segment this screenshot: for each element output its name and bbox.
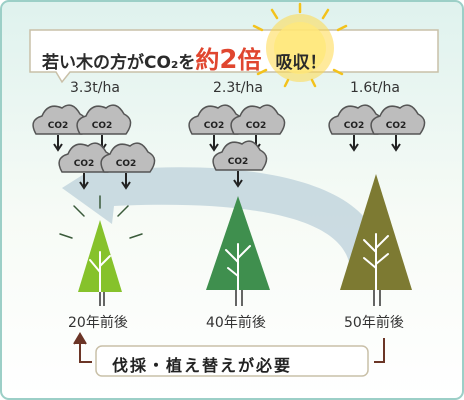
svg-text:CO2: CO2 bbox=[48, 121, 69, 131]
age-label-2: 40年前後 bbox=[206, 315, 266, 331]
co2-cloud: CO2 bbox=[32, 104, 88, 152]
clouds-tree-2: CO2 CO2 CO2 bbox=[188, 104, 286, 188]
svg-text:CO2: CO2 bbox=[246, 121, 267, 131]
co2-cloud: CO2 bbox=[328, 104, 384, 152]
co2-cloud: CO2 bbox=[370, 104, 426, 152]
cycle-arrow bbox=[62, 150, 381, 268]
tree-old bbox=[340, 174, 412, 307]
svg-text:CO2: CO2 bbox=[92, 121, 113, 131]
bottom-label-box bbox=[95, 345, 369, 377]
co2-cloud: CO2 bbox=[76, 104, 132, 152]
age-label-3: 50年前後 bbox=[344, 315, 404, 331]
svg-text:CO2: CO2 bbox=[228, 157, 249, 167]
svg-text:CO2: CO2 bbox=[74, 159, 95, 169]
clouds-tree-3: CO2 CO2 bbox=[328, 104, 426, 152]
age-label-1: 20年前後 bbox=[68, 315, 128, 331]
highlight-burst bbox=[252, 2, 348, 88]
title-banner bbox=[29, 29, 439, 84]
co2-cloud: CO2 bbox=[212, 140, 268, 188]
svg-text:CO2: CO2 bbox=[204, 121, 225, 131]
page-title: 若い木の方がCO₂を約2倍吸収！ bbox=[42, 40, 326, 75]
tree-young bbox=[78, 220, 122, 306]
tree-middle bbox=[206, 196, 270, 307]
title-highlight: 約 bbox=[195, 46, 220, 74]
co2-cloud: CO2 bbox=[100, 142, 156, 190]
title-highlight-2: 倍 bbox=[237, 46, 262, 74]
svg-text:CO2: CO2 bbox=[386, 121, 407, 131]
rate-label-3: 1.6t/ha bbox=[350, 80, 400, 96]
rate-label-1: 3.3t/ha bbox=[70, 80, 120, 96]
clouds-tree-1: CO2 CO2 CO2 CO2 bbox=[32, 104, 156, 190]
bottom-label: 伐採・植え替えが必要 bbox=[112, 356, 293, 375]
svg-text:CO2: CO2 bbox=[116, 159, 137, 169]
co2-cloud: CO2 bbox=[230, 104, 286, 152]
replant-bracket bbox=[73, 332, 385, 363]
svg-text:CO2: CO2 bbox=[344, 121, 365, 131]
title-suffix: 吸収！ bbox=[275, 53, 327, 73]
shine-lines bbox=[59, 195, 143, 239]
title-number: 2 bbox=[219, 45, 238, 75]
title-prefix: 若い木の方がCO₂を bbox=[42, 53, 196, 73]
rate-label-2: 2.3t/ha bbox=[213, 80, 263, 96]
